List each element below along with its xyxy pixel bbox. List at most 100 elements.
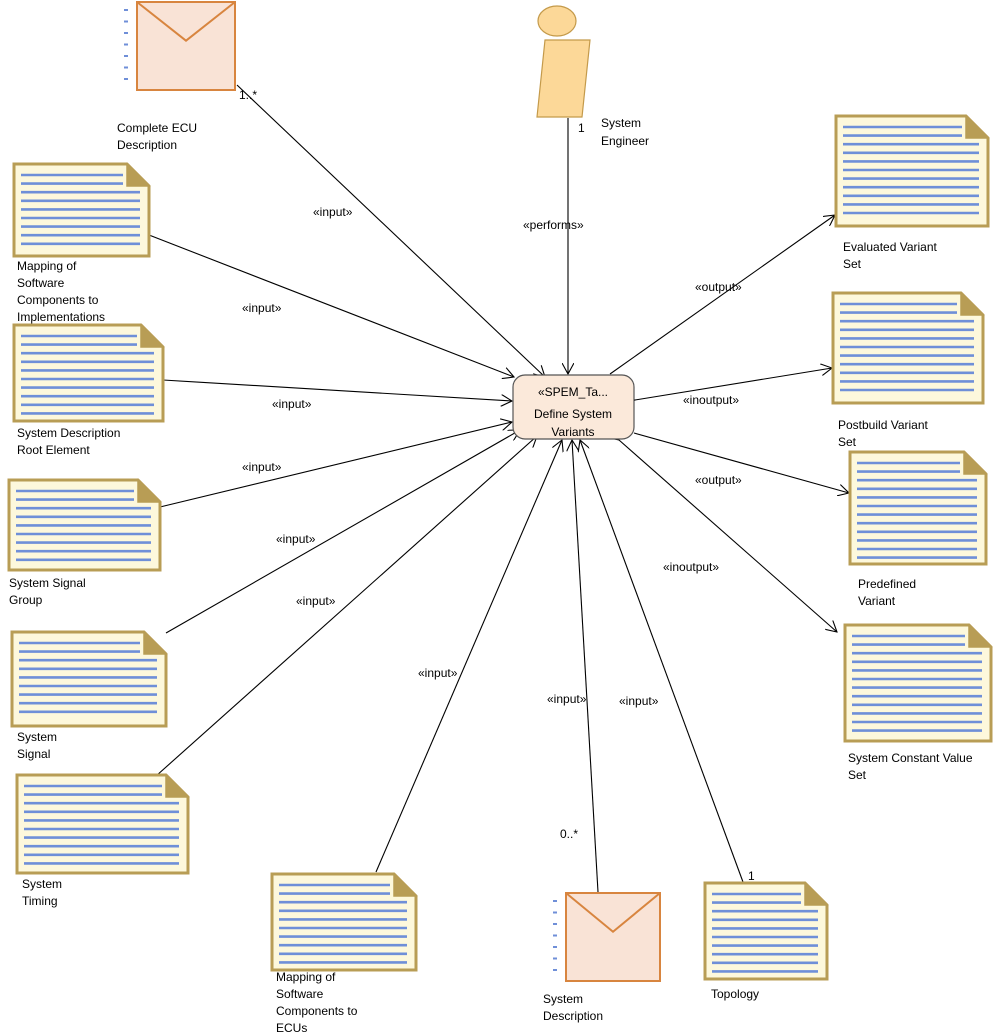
node-label-line: Software [276, 987, 324, 1001]
edge-label-predefined: «output» [695, 473, 742, 487]
edges [148, 84, 849, 893]
page-fold-icon [140, 323, 165, 348]
task-stereotype: «SPEM_Ta... [538, 385, 608, 399]
node-label-line: Evaluated Variant [843, 240, 938, 254]
page-fold-icon [393, 872, 418, 897]
actor-system-engineer[interactable]: System Engineer [536, 5, 649, 148]
edge-complete-ecu [236, 84, 545, 377]
envelope-icon [565, 892, 661, 982]
actor-head-icon [537, 5, 577, 37]
envelope-icon [136, 1, 236, 91]
page-fold-icon [804, 881, 829, 906]
edge-signal-group [159, 422, 512, 508]
edge-label-constant-value: «inoutput» [663, 560, 719, 574]
node-label-line: ECUs [276, 1021, 307, 1035]
actor-name-line2: Engineer [601, 134, 649, 148]
node-label-line: Description [117, 138, 177, 152]
node-label-line: Set [848, 768, 867, 782]
edge-system-description [572, 440, 599, 893]
node-label-line: Set [843, 257, 862, 271]
node-label-line: Root Element [17, 443, 90, 457]
page-fold-icon [126, 162, 151, 187]
edge-label-sys-desc-root: «input» [272, 397, 312, 411]
envelope-complete-ecu-description[interactable]: Complete ECU Description [117, 1, 236, 152]
edge-label-evaluated: «output» [695, 280, 742, 294]
document-icon [15, 773, 190, 875]
edge-mapping-impl [148, 234, 514, 377]
node-label-line: Software [17, 276, 65, 290]
envelope-flap-icon [565, 892, 661, 934]
node-label-line: Mapping of [17, 259, 77, 273]
page-fold-icon [963, 450, 988, 475]
document-topology[interactable]: Topology [703, 881, 829, 1001]
edge-labels: «input» «input» «input» «input» «input» … [239, 88, 755, 883]
edge-postbuild [635, 368, 832, 400]
node-label-line: Signal [17, 747, 50, 761]
node-label-line: Components to [276, 1004, 358, 1018]
edge-label-signal: «input» [276, 532, 316, 546]
node-label-line: System [22, 877, 62, 891]
node-label-line: System Description [17, 426, 120, 440]
page-fold-icon [137, 478, 162, 503]
page-fold-icon [968, 623, 993, 648]
edge-label-system-description: «input» [547, 692, 587, 706]
node-label-line: Components to [17, 293, 99, 307]
node-label-line: Postbuild Variant [838, 418, 928, 432]
edge-label-timing: «input» [296, 594, 336, 608]
multiplicity-system-description: 0..* [560, 827, 578, 841]
node-label-line: Description [543, 1009, 603, 1023]
node-label-line: Group [9, 593, 43, 607]
edge-constant-value [619, 440, 837, 632]
page-fold-icon [143, 630, 168, 655]
node-label-line: System Constant Value [848, 751, 973, 765]
edge-label-signal-group: «input» [242, 460, 282, 474]
task-define-system-variants[interactable]: «SPEM_Ta... Define System Variants [512, 374, 635, 440]
edge-label-performs: «performs» [523, 218, 584, 232]
task-box [512, 374, 635, 440]
edge-label-mapping-impl: «input» [242, 301, 282, 315]
node-label-line: Topology [711, 987, 759, 1001]
node-label-line: Complete ECU [117, 121, 197, 135]
edge-timing [155, 436, 537, 777]
edge-label-postbuild: «inoutput» [683, 393, 739, 407]
node-label-line: System Signal [9, 576, 86, 590]
node-label-line: System [543, 992, 583, 1006]
multiplicity-complete-ecu: 1..* [239, 88, 257, 102]
envelope-flap-icon [136, 1, 236, 42]
node-label-line: Variant [858, 594, 896, 608]
page-fold-icon [965, 114, 990, 139]
edge-evaluated [609, 215, 835, 375]
edge-sys-desc-root [162, 379, 512, 401]
edge-mapping-ecus [375, 440, 562, 873]
node-label-line: Mapping of [276, 970, 336, 984]
edge-label-mapping-ecus: «input» [418, 666, 458, 680]
edge-label-complete-ecu: «input» [313, 205, 353, 219]
multiplicity-topology: 1 [748, 869, 755, 883]
task-name-line1: Define System [534, 407, 612, 421]
actor-body-icon [536, 39, 591, 118]
edge-signal [165, 430, 520, 634]
task-name-line2: Variants [551, 425, 594, 439]
node-label-line: Set [838, 435, 857, 449]
edge-label-topology: «input» [619, 694, 659, 708]
page-fold-icon [960, 291, 985, 316]
node-label-line: System [17, 730, 57, 744]
node-label-line: Timing [22, 894, 58, 908]
node-label-line: Implementations [17, 310, 105, 324]
actor-name-line1: System [601, 116, 641, 130]
page-fold-icon [165, 773, 190, 798]
